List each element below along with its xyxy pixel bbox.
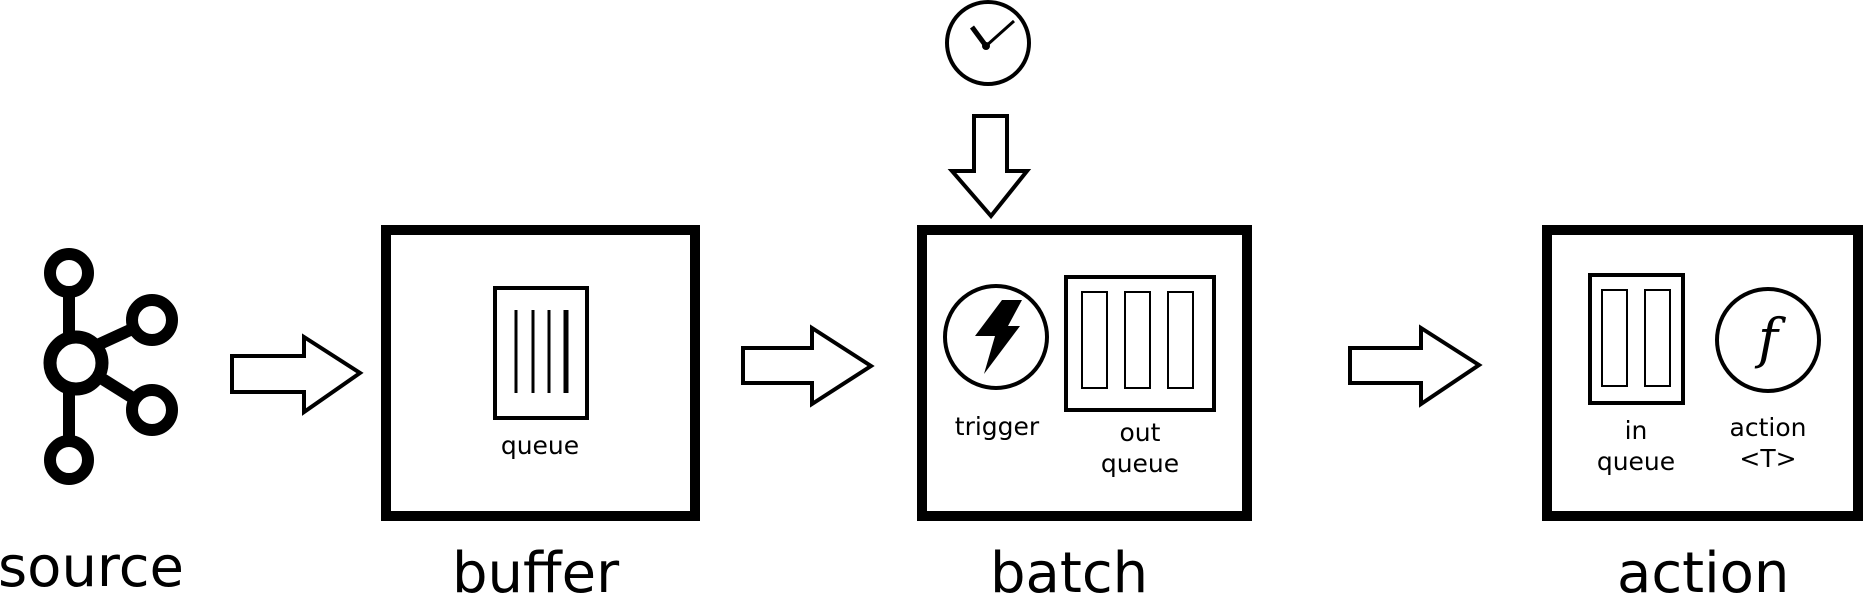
action-t-label: action <T> (1718, 412, 1818, 474)
trigger-label: trigger (954, 412, 1040, 441)
stage-label-buffer: buffer (452, 541, 620, 606)
action-t-label-line2: <T> (1739, 444, 1797, 473)
in-queue-label-line1: in (1624, 416, 1648, 445)
stage-label-batch: batch (990, 541, 1149, 606)
stage-label-action: action (1617, 541, 1790, 606)
in-queue-label: in queue (1586, 415, 1686, 477)
buffer-box (381, 225, 700, 521)
action-box (1542, 225, 1863, 521)
out-queue-label-line2: queue (1100, 449, 1180, 478)
lightning-icon (943, 284, 1049, 390)
in-queue-label-line2: queue (1596, 447, 1676, 476)
timer-down-arrow (947, 114, 1032, 220)
stage-label-source: source (0, 535, 184, 600)
in-queue-icon (1588, 273, 1685, 405)
flow-arrow-1 (230, 333, 364, 416)
flow-arrow-3 (1348, 324, 1483, 408)
buffer-queue-label: queue (500, 431, 580, 460)
batch-box (917, 225, 1252, 521)
kafka-source-icon (43, 248, 178, 485)
function-icon: f (1715, 287, 1821, 393)
queue-icon (493, 286, 589, 420)
out-queue-icon (1064, 275, 1216, 412)
action-t-label-line1: action (1729, 413, 1807, 442)
out-queue-label-line1: out (1119, 418, 1161, 447)
clock-icon (945, 0, 1031, 86)
out-queue-label: out queue (1090, 417, 1190, 479)
flow-arrow-2 (741, 324, 875, 408)
